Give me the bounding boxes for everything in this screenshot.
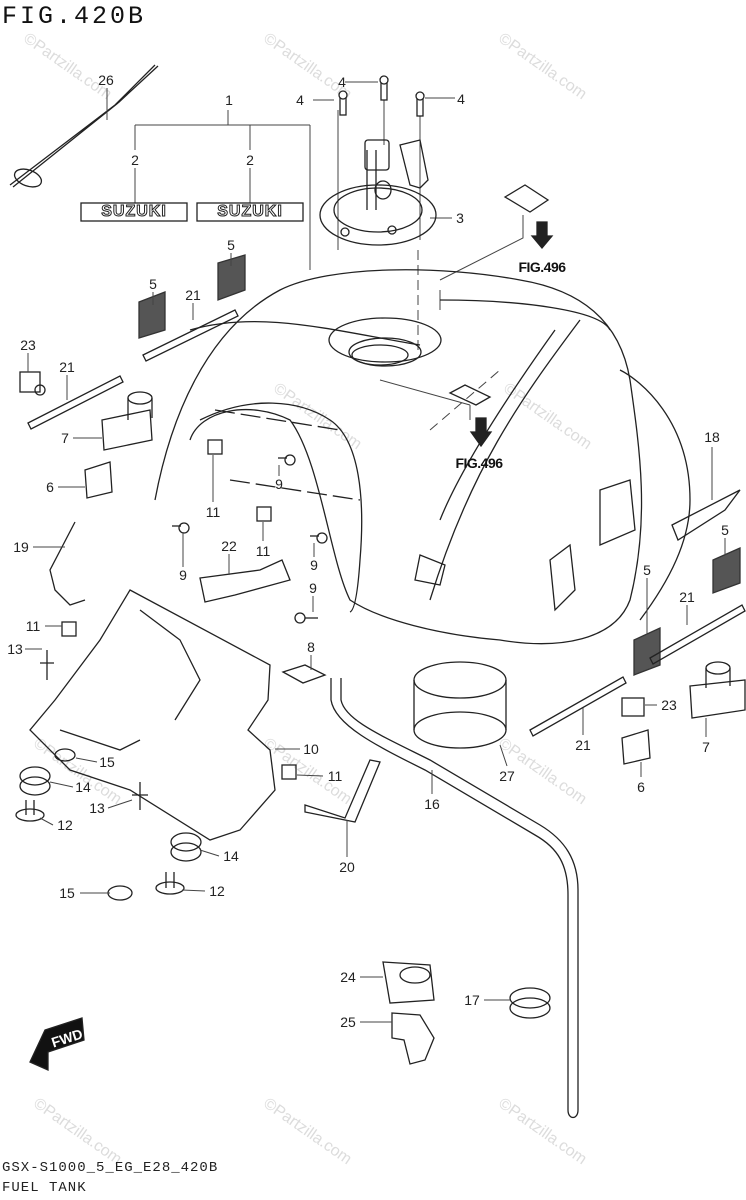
fwd-arrow-icon (29, 1017, 85, 1072)
callout-13[interactable]: 13 (89, 800, 105, 816)
part-5-pads (138, 254, 741, 676)
part-24-clamp (382, 961, 435, 1004)
callout-21[interactable]: 21 (185, 287, 201, 303)
callout-17[interactable]: 17 (464, 992, 480, 1008)
part-23-pad-left (19, 371, 41, 393)
part-6-block-right (621, 729, 651, 765)
part-4-bolts (338, 75, 425, 117)
callout-11[interactable]: 11 (327, 768, 343, 784)
suzuki-emblem-right[interactable]: SUZUKI (217, 203, 283, 221)
ref-arrow-lower (469, 417, 493, 448)
part-3-fuel-cap (319, 139, 437, 246)
section-name: FUEL TANK (2, 1180, 87, 1196)
callout-7[interactable]: 7 (702, 739, 710, 755)
part-17-hose-clip (509, 987, 551, 1019)
callout-6[interactable]: 6 (637, 779, 645, 795)
ref-arrow-upper (530, 221, 554, 250)
callout-4[interactable]: 4 (457, 91, 465, 107)
callout-5[interactable]: 5 (149, 276, 157, 292)
callout-5[interactable]: 5 (227, 237, 235, 253)
callout-11[interactable]: 11 (205, 504, 221, 520)
callout-24[interactable]: 24 (340, 969, 356, 985)
callout-13[interactable]: 13 (7, 641, 23, 657)
part-8-pad (281, 664, 327, 684)
callout-25[interactable]: 25 (340, 1014, 356, 1030)
part-27-ring (413, 661, 507, 749)
part-22-plate (199, 559, 291, 603)
part-26-rod (9, 64, 159, 188)
callout-9[interactable]: 9 (179, 567, 187, 583)
callout-15[interactable]: 15 (99, 754, 115, 770)
callout-21[interactable]: 21 (575, 737, 591, 753)
suzuki-emblem-left[interactable]: SUZUKI (101, 203, 167, 221)
cross-reference-fig-496-lower[interactable]: FIG.496 (455, 455, 503, 471)
callout-8[interactable]: 8 (307, 639, 315, 655)
part-19-bracket (49, 521, 86, 606)
grommets (15, 748, 202, 901)
part-16-hose (330, 678, 579, 1119)
callout-27[interactable]: 27 (499, 768, 515, 784)
part-6-block-left (84, 461, 113, 499)
callout-4[interactable]: 4 (338, 74, 346, 90)
callout-14[interactable]: 14 (223, 848, 239, 864)
callout-7[interactable]: 7 (61, 430, 69, 446)
part-9-bolts (172, 454, 328, 624)
callout-11[interactable]: 11 (25, 618, 41, 634)
callout-10[interactable]: 10 (303, 741, 319, 757)
part-2-emblem-left (80, 202, 188, 222)
callout-23[interactable]: 23 (20, 337, 36, 353)
part-10-cover (29, 589, 276, 841)
callout-22[interactable]: 22 (221, 538, 237, 554)
figure-title: FIG.420B (2, 2, 147, 31)
part-13-bolt-right (132, 782, 148, 810)
callout-1[interactable]: 1 (225, 92, 233, 108)
callout-9[interactable]: 9 (309, 580, 317, 596)
callout-26[interactable]: 26 (98, 72, 114, 88)
caution-label-upper (503, 184, 550, 213)
callout-11[interactable]: 11 (255, 543, 271, 559)
model-code: GSX-S1000_5_EG_E28_420B (2, 1160, 219, 1176)
part-25-bracket (391, 1012, 435, 1065)
callout-4[interactable]: 4 (296, 92, 304, 108)
callout-12[interactable]: 12 (57, 817, 73, 833)
fuel-tank (154, 269, 691, 645)
leader-lines (106, 81, 524, 431)
callout-15[interactable]: 15 (59, 885, 75, 901)
callout-2[interactable]: 2 (246, 152, 254, 168)
callout-9[interactable]: 9 (275, 476, 283, 492)
callout-9[interactable]: 9 (310, 557, 318, 573)
callout-21[interactable]: 21 (679, 589, 695, 605)
callout-19[interactable]: 19 (13, 539, 29, 555)
part-2-emblem-right (196, 202, 304, 222)
part-18-label (671, 489, 741, 541)
callout-3[interactable]: 3 (456, 210, 464, 226)
callout-5[interactable]: 5 (643, 562, 651, 578)
part-13-bolt-left (40, 650, 54, 680)
callout-2[interactable]: 2 (131, 152, 139, 168)
part-11-clips (61, 439, 297, 780)
part-23-pad-right (621, 697, 645, 717)
callout-16[interactable]: 16 (424, 796, 440, 812)
callout-14[interactable]: 14 (75, 779, 91, 795)
callout-23[interactable]: 23 (661, 697, 677, 713)
cross-reference-fig-496-upper[interactable]: FIG.496 (518, 259, 566, 275)
caution-label-lower (448, 384, 492, 406)
callout-12[interactable]: 12 (209, 883, 225, 899)
callout-5[interactable]: 5 (721, 522, 729, 538)
callout-6[interactable]: 6 (46, 479, 54, 495)
callout-18[interactable]: 18 (704, 429, 720, 445)
callout-21[interactable]: 21 (59, 359, 75, 375)
callout-20[interactable]: 20 (339, 859, 355, 875)
